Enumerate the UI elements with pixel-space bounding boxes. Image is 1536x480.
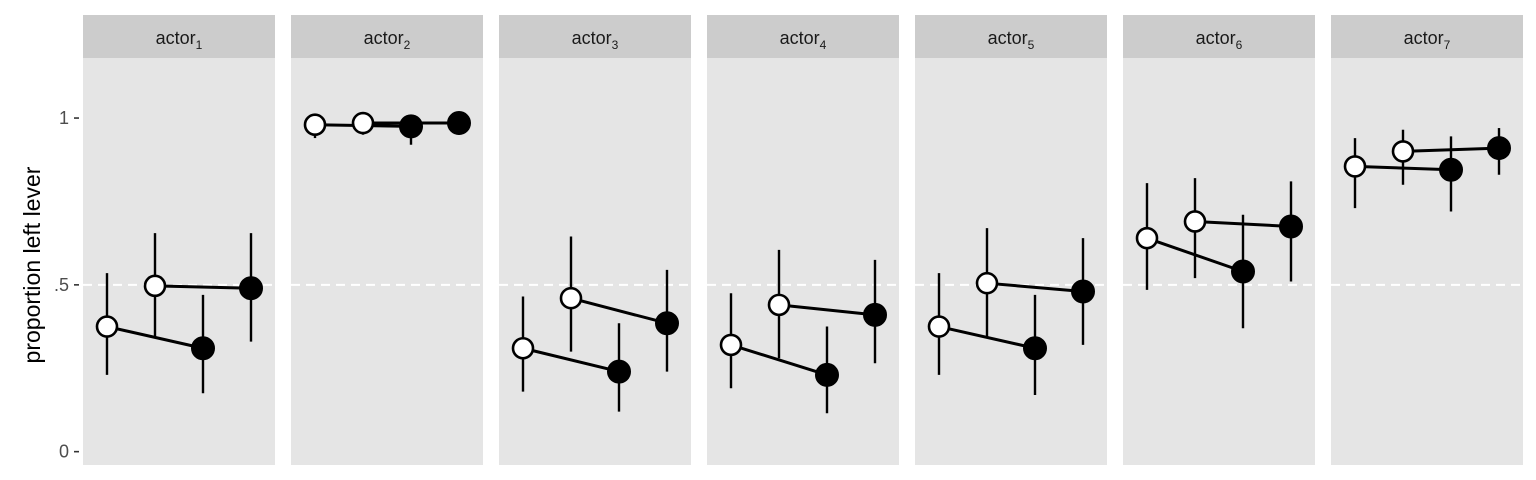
data-point-open <box>559 286 583 310</box>
data-point-filled <box>815 362 839 387</box>
data-point-open <box>719 333 743 357</box>
data-point-open <box>303 113 327 137</box>
data-point-open <box>1135 226 1159 250</box>
facet-label-subscript: 7 <box>1444 38 1451 52</box>
facet-strip <box>915 15 1107 58</box>
panel-background <box>707 58 899 465</box>
data-point-filled <box>399 114 423 139</box>
y-tick-label: 0 <box>59 442 69 462</box>
y-axis-label: proportion left lever <box>19 166 45 363</box>
data-point-filled <box>1439 157 1463 182</box>
facet-strip-label: actor1 <box>156 28 203 52</box>
facet-strip-label: actor5 <box>988 28 1035 52</box>
data-point-open <box>1183 210 1207 233</box>
data-point-open <box>767 293 791 317</box>
facet-label-subscript: 5 <box>1028 38 1035 52</box>
data-point-open <box>95 315 119 338</box>
data-point-filled <box>1071 279 1095 304</box>
connecting-line <box>938 325 1036 350</box>
facet-strip <box>1123 15 1315 58</box>
facet-strip <box>499 15 691 58</box>
facet-panel: actor6 <box>1123 15 1315 465</box>
facet-label-base: actor <box>156 28 196 48</box>
connecting-line <box>730 343 828 377</box>
connecting-line <box>570 296 668 325</box>
facet-label-base: actor <box>780 28 820 48</box>
facet-strip <box>291 15 483 58</box>
facet-label-subscript: 2 <box>404 38 411 52</box>
panel-background <box>1331 58 1523 465</box>
connecting-line <box>986 281 1084 294</box>
data-point-open <box>351 111 375 135</box>
facet-strip-label: actor3 <box>572 28 619 52</box>
data-point-open <box>927 315 951 338</box>
y-tick-label: .5 <box>54 275 69 295</box>
y-axis: 0.51 <box>54 108 79 462</box>
data-point-filled <box>1487 136 1511 161</box>
data-point-filled <box>1279 214 1303 239</box>
data-point-open <box>1391 140 1415 163</box>
facet-strip <box>83 15 275 58</box>
connecting-line <box>522 346 620 374</box>
data-point-open <box>143 274 167 298</box>
facet-label-base: actor <box>364 28 404 48</box>
data-point-open <box>511 336 535 360</box>
panel-background <box>499 58 691 465</box>
data-point-filled <box>447 111 471 136</box>
facet-label-subscript: 4 <box>820 38 827 52</box>
facet-strip-label: actor6 <box>1196 28 1243 52</box>
panel-background <box>915 58 1107 465</box>
facet-label-subscript: 3 <box>612 38 619 52</box>
facet-strip <box>1331 15 1523 58</box>
facet-panel: actor2 <box>291 15 483 465</box>
panel-background <box>83 58 275 465</box>
facet-strip-label: actor2 <box>364 28 411 52</box>
facet-strip <box>707 15 899 58</box>
facet-label-base: actor <box>572 28 612 48</box>
data-point-filled <box>1023 336 1047 361</box>
facet-panel: actor7 <box>1331 15 1523 465</box>
data-point-filled <box>607 359 631 384</box>
facet-label-subscript: 1 <box>196 38 203 52</box>
facet-panel: actor5 <box>915 15 1107 465</box>
connecting-line <box>778 303 876 317</box>
facet-panel: actor1 <box>83 15 275 465</box>
facet-panel: actor4 <box>707 15 899 465</box>
facet-label-subscript: 6 <box>1236 38 1243 52</box>
connecting-line <box>154 284 252 290</box>
data-point-filled <box>1231 259 1255 284</box>
facet-strip-label: actor4 <box>780 28 827 52</box>
facet-label-base: actor <box>1404 28 1444 48</box>
data-point-filled <box>863 302 887 327</box>
facet-label-base: actor <box>1196 28 1236 48</box>
data-point-filled <box>655 311 679 336</box>
data-point-filled <box>239 276 263 301</box>
data-point-filled <box>191 336 215 361</box>
data-point-open <box>1343 155 1367 178</box>
data-point-open <box>975 271 999 295</box>
panel-background <box>1123 58 1315 465</box>
facet-panel: actor3 <box>499 15 691 465</box>
facet-label-base: actor <box>988 28 1028 48</box>
y-tick-label: 1 <box>59 108 69 128</box>
facet-strip-label: actor7 <box>1404 28 1451 52</box>
